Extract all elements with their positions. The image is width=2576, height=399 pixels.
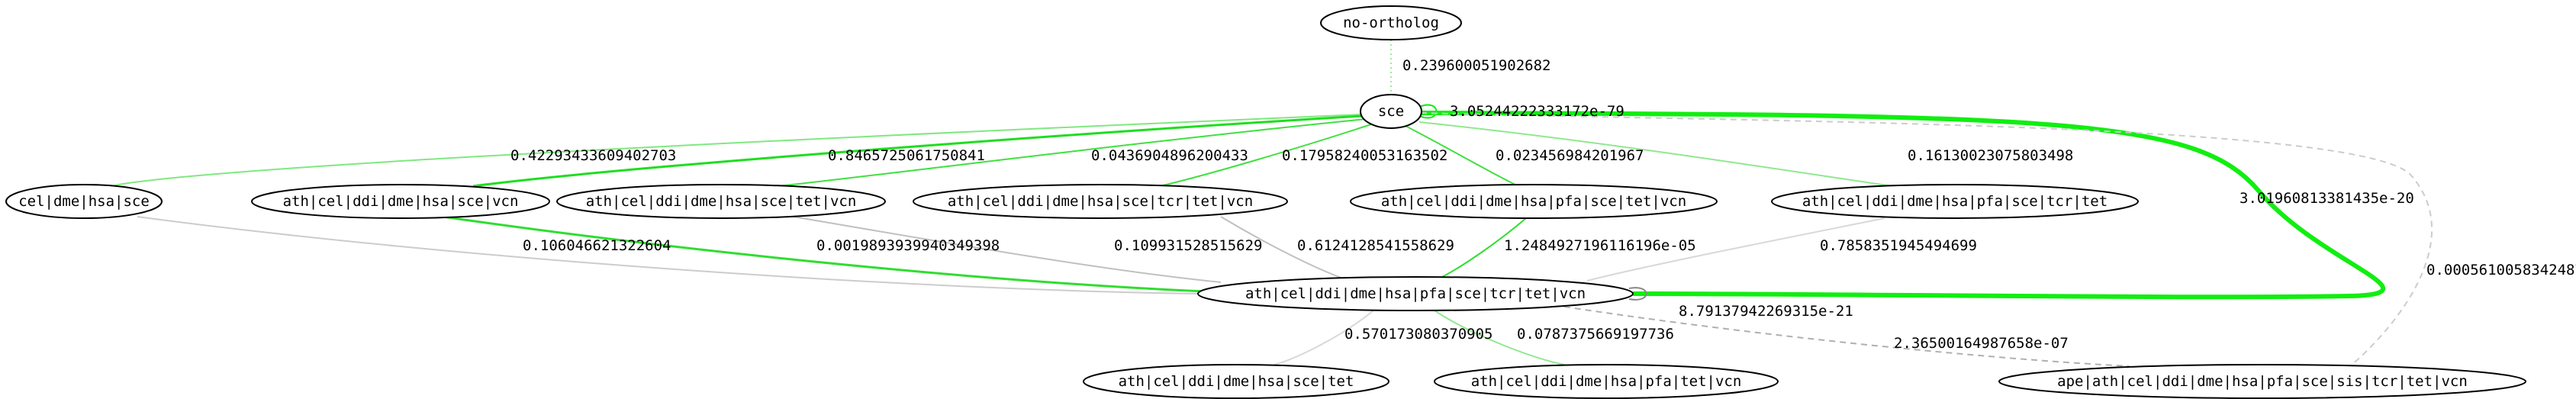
node-cel-dme-hsa-sce: cel|dme|hsa|sce — [5, 184, 163, 219]
edge-label: 1.2484927196116196e-05 — [1504, 237, 1696, 254]
node-label: ath|cel|ddi|dme|hsa|pfa|tet|vcn — [1471, 373, 1742, 390]
edge-sce-to-ath-cel-ddi-dme-hsa-pfa-sce-tcr-tet-vcn — [1420, 111, 2385, 300]
node-ape-ath-cel-ddi-dme-hsa-pfa-sce-sis-tcr-tet-vcn: ape|ath|cel|ddi|dme|hsa|pfa|sce|sis|tcr|… — [1998, 364, 2526, 399]
node-ellipse — [1360, 94, 1422, 129]
node-label: ath|cel|ddi|dme|hsa|sce|tet — [1119, 373, 1354, 390]
edge-sce-to-ath-cel-ddi-dme-hsa-pfa-sce-tet-vcn — [1403, 124, 1519, 187]
edge-ath-cel-ddi-dme-hsa-pfa-sce-tcr-tet-vcn-to-ape-ath-cel-ddi-dme-hsa-pfa-sce-sis-tcr-tet-vcn — [1563, 306, 2130, 367]
node-ath-cel-ddi-dme-hsa-sce-tet: ath|cel|ddi|dme|hsa|sce|tet — [1083, 364, 1389, 399]
edge-ath-cel-ddi-dme-hsa-pfa-sce-tcr-tet-vcn-to-ath-cel-ddi-dme-hsa-sce-tet — [1274, 310, 1374, 365]
node-ath-cel-ddi-dme-hsa-pfa-sce-tet-vcn: ath|cel|ddi|dme|hsa|pfa|sce|tet|vcn — [1350, 184, 1718, 219]
node-ellipse — [1434, 364, 1779, 399]
node-ellipse — [1320, 5, 1462, 40]
node-label: ape|ath|cel|ddi|dme|hsa|pfa|sce|sis|tcr|… — [2057, 373, 2468, 390]
edge-label: 0.023456984201967 — [1496, 147, 1644, 164]
node-no-ortholog: no-ortholog — [1320, 5, 1462, 40]
node-label: ath|cel|ddi|dme|hsa|sce|vcn — [283, 193, 519, 210]
node-label: cel|dme|hsa|sce — [18, 193, 150, 210]
edge-ath-cel-ddi-dme-hsa-pfa-sce-tcr-tet-vcn-to-ath-cel-ddi-dme-hsa-pfa-sce-tcr-tet-vcn — [1628, 287, 1647, 301]
edge-label: 2.36500164987658e-07 — [1894, 335, 2069, 352]
node-ellipse — [556, 184, 886, 219]
edge-ath-cel-ddi-dme-hsa-pfa-sce-tet-vcn-to-ath-cel-ddi-dme-hsa-pfa-sce-tcr-tet-vcn — [1441, 217, 1527, 278]
edge-label: 0.6124128541558629 — [1297, 237, 1454, 254]
edge-label: 3.01960813381435e-20 — [2240, 190, 2414, 207]
edge-label: 0.109931528515629 — [1114, 237, 1262, 254]
node-ellipse — [251, 184, 550, 219]
edge-sce-to-ath-cel-ddi-dme-hsa-sce-tet-vcn — [778, 118, 1367, 187]
edge-ath-cel-ddi-dme-hsa-sce-vcn-to-ath-cel-ddi-dme-hsa-pfa-sce-tcr-tet-vcn — [442, 215, 1206, 293]
node-ellipse — [1350, 184, 1718, 219]
node-ath-cel-ddi-dme-hsa-pfa-tet-vcn: ath|cel|ddi|dme|hsa|pfa|tet|vcn — [1434, 364, 1779, 399]
edge-label: 0.106046621322604 — [523, 237, 671, 254]
edge-label: 0.0436904896200433 — [1091, 147, 1248, 164]
node-ath-cel-ddi-dme-hsa-pfa-sce-tcr-tet-vcn: ath|cel|ddi|dme|hsa|pfa|sce|tcr|tet|vcn — [1197, 276, 1634, 311]
node-label: ath|cel|ddi|dme|hsa|pfa|sce|tcr|tet — [1802, 193, 2107, 210]
edge-label: 0.239600051902682 — [1402, 57, 1550, 74]
node-label: ath|cel|ddi|dme|hsa|pfa|sce|tcr|tet|vcn — [1245, 285, 1586, 302]
edge-label: 0.16130023075803498 — [1908, 147, 2073, 164]
edge-label: 0.0019893939940349398 — [816, 237, 1000, 254]
node-sce: sce — [1360, 94, 1422, 129]
node-ellipse — [913, 184, 1288, 219]
edge-ath-cel-ddi-dme-hsa-sce-tet-vcn-to-ath-cel-ddi-dme-hsa-pfa-sce-tcr-tet-vcn — [793, 216, 1222, 283]
node-ellipse — [1083, 364, 1389, 399]
node-label: ath|cel|ddi|dme|hsa|sce|tet|vcn — [586, 193, 857, 210]
node-label: ath|cel|ddi|dme|hsa|sce|tcr|tet|vcn — [948, 193, 1253, 210]
edge-sce-to-ape-ath-cel-ddi-dme-hsa-pfa-sce-sis-tcr-tet-vcn — [1420, 112, 2433, 367]
edge-ath-cel-ddi-dme-hsa-pfa-sce-tcr-tet-vcn-to-ath-cel-ddi-dme-hsa-pfa-tet-vcn — [1434, 310, 1565, 365]
node-ath-cel-ddi-dme-hsa-sce-vcn: ath|cel|ddi|dme|hsa|sce|vcn — [251, 184, 550, 219]
node-ath-cel-ddi-dme-hsa-sce-tet-vcn: ath|cel|ddi|dme|hsa|sce|tet|vcn — [556, 184, 886, 219]
node-ellipse — [1771, 184, 2139, 219]
edge-label: 0.7858351945494699 — [1820, 237, 1977, 254]
edge-label-layer: 0.239600051902682 3.05244222333172e-79 0.4… — [510, 57, 2576, 352]
edge-label: 8.79137942269315e-21 — [1679, 303, 1853, 320]
node-ellipse — [1998, 364, 2526, 399]
node-label: no-ortholog — [1343, 14, 1439, 31]
edge-layer — [114, 40, 2433, 367]
node-ellipse — [5, 184, 163, 219]
edge-ath-cel-ddi-dme-hsa-pfa-sce-tcr-tet-to-ath-cel-ddi-dme-hsa-pfa-sce-tcr-tet-vcn — [1586, 217, 1885, 282]
node-ath-cel-ddi-dme-hsa-sce-tcr-tet-vcn: ath|cel|ddi|dme|hsa|sce|tcr|tet|vcn — [913, 184, 1288, 219]
edge-sce-to-cel-dme-hsa-sce — [114, 114, 1363, 186]
edge-sce-to-ath-cel-ddi-dme-hsa-pfa-sce-tcr-tet — [1418, 121, 1893, 187]
edge-label: 0.8465725061750841 — [828, 147, 985, 164]
edge-ath-cel-ddi-dme-hsa-sce-tcr-tet-vcn-to-ath-cel-ddi-dme-hsa-pfa-sce-tcr-tet-vcn — [1220, 216, 1344, 279]
node-label: ath|cel|ddi|dme|hsa|pfa|sce|tet|vcn — [1381, 193, 1686, 210]
edge-label: 3.05244222333172e-79 — [1450, 103, 1624, 120]
edge-cel-dme-hsa-sce-to-ath-cel-ddi-dme-hsa-pfa-sce-tcr-tet-vcn — [137, 216, 1199, 294]
edge-label: 0.17958240053163502 — [1282, 147, 1447, 164]
edge-label: 0.0005610058342487742 — [2426, 262, 2576, 278]
edge-sce-to-ath-cel-ddi-dme-hsa-sce-vcn — [472, 114, 1364, 188]
edge-sce-to-ath-cel-ddi-dme-hsa-sce-tcr-tet-vcn — [1159, 123, 1374, 187]
edge-label: 0.570173080370905 — [1344, 326, 1492, 343]
edge-label: 0.0787375669197736 — [1517, 326, 1674, 343]
node-ellipse — [1197, 276, 1634, 311]
node-layer: no-ortholog sce cel|dme|hsa|sce ath|cel|ddi… — [5, 5, 2526, 399]
edge-label: 0.42293433609402703 — [510, 147, 676, 164]
node-ath-cel-ddi-dme-hsa-pfa-sce-tcr-tet: ath|cel|ddi|dme|hsa|pfa|sce|tcr|tet — [1771, 184, 2139, 219]
node-label: sce — [1378, 103, 1404, 120]
